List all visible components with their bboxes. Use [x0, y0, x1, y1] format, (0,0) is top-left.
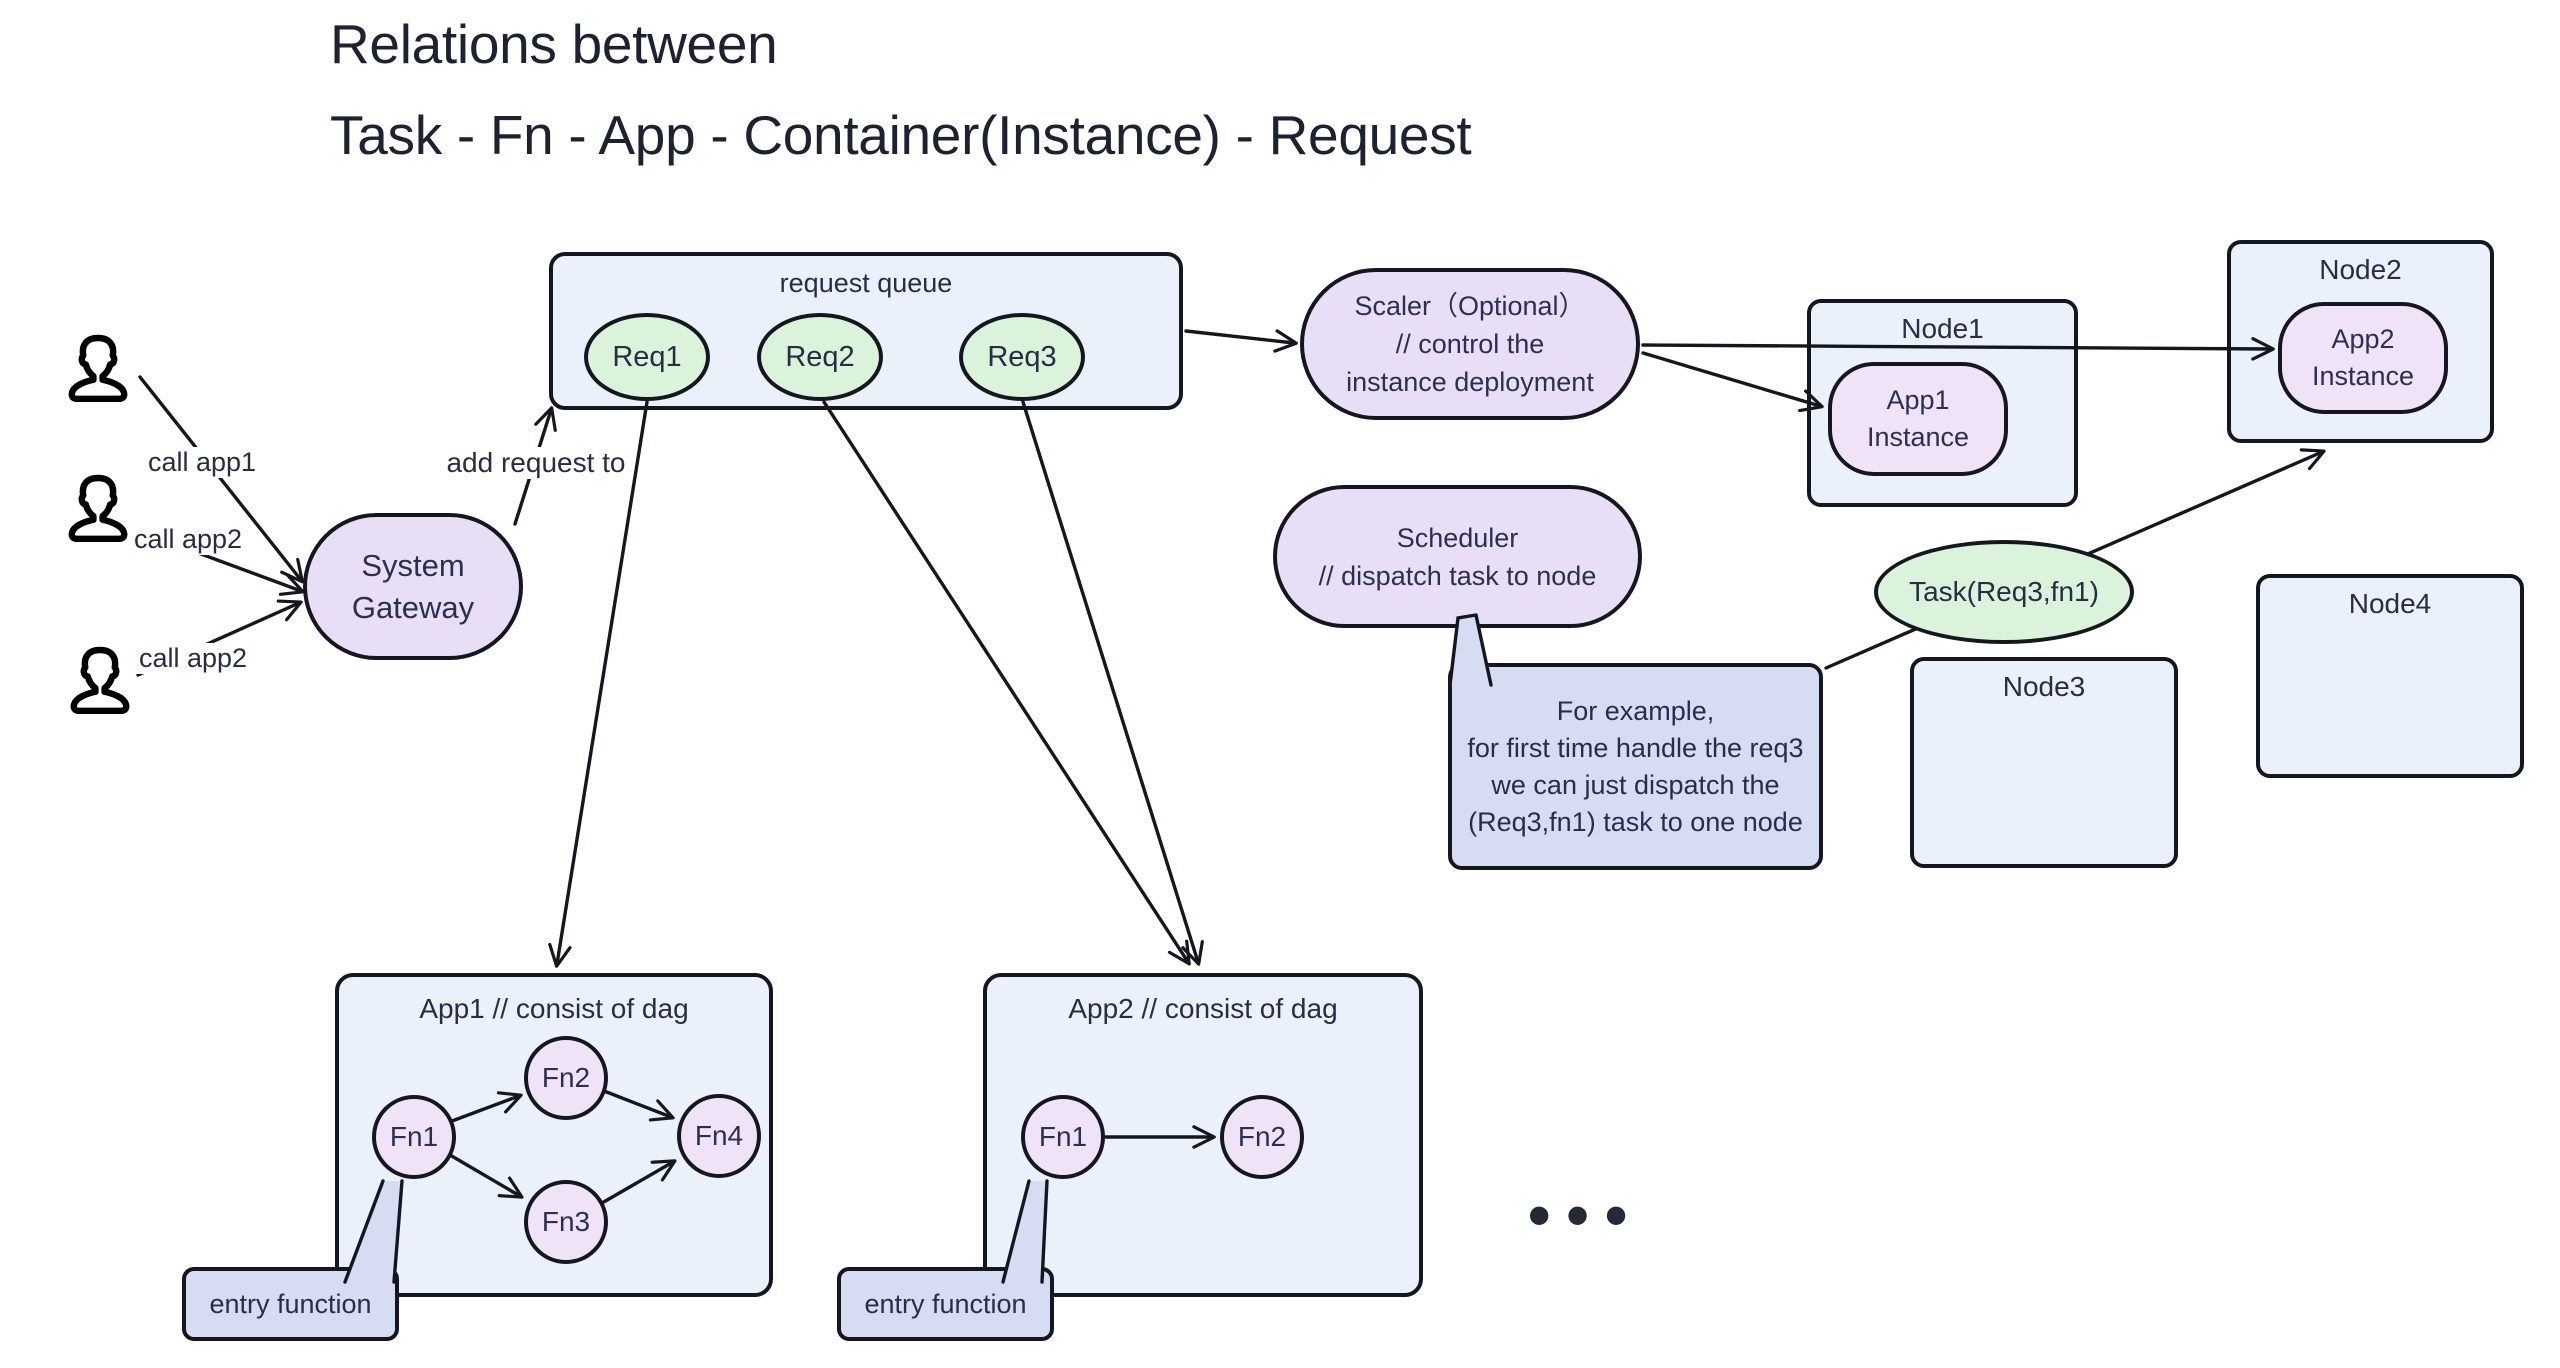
arrow-req1-app1 [548, 400, 649, 968]
scheduler-label: Scheduler // dispatch task to node [1318, 522, 1597, 591]
req3-label: Req3 [987, 340, 1057, 373]
fn-circle-app2-fn1: Fn1 [1021, 1095, 1105, 1179]
page-title-line1: Relations between [330, 13, 778, 75]
fn-label: Fn4 [694, 1120, 744, 1151]
note-text: For example, for first time handle the r… [1467, 695, 1804, 837]
add-request-label: add request to [441, 447, 631, 479]
fn-label: Fn3 [541, 1206, 591, 1237]
node3-label: Node3 [2002, 671, 2086, 702]
request-ellipse-req1: Req1 [584, 313, 710, 401]
user-icon [68, 334, 128, 403]
scaler-label: Scaler（Optional） // control the instance… [1346, 291, 1594, 397]
node-box-node4: Node4 [2256, 574, 2524, 778]
system-gateway-shape: System Gateway [303, 513, 523, 660]
fn-label: Fn1 [389, 1121, 439, 1152]
arrow-scaler-app1instance [1641, 351, 1824, 413]
task-label: Task(Req3,fn1) [1909, 576, 2099, 607]
system-gateway-label: System Gateway [351, 547, 475, 625]
fn-label: Fn1 [1038, 1121, 1088, 1152]
node-box-node3: Node3 [1910, 657, 2178, 868]
user-icon [68, 474, 128, 543]
scaler-shape: Scaler（Optional） // control the instance… [1300, 268, 1640, 420]
fn-circle-app2-fn2: Fn2 [1220, 1095, 1304, 1179]
call-app1-label: call app1 [142, 447, 262, 478]
user-icon [70, 646, 130, 715]
app2-title: App2 // consist of dag [1068, 993, 1338, 1024]
task-ellipse: Task(Req3,fn1) [1874, 540, 2134, 644]
entry-note-bubble-app2: entry function [837, 1267, 1054, 1341]
node2-label: Node2 [2319, 254, 2402, 285]
entry-note-bubble-app1: entry function [182, 1267, 399, 1341]
arrow-req2-app2 [822, 400, 1191, 966]
fn-label: Fn2 [541, 1062, 591, 1093]
fn-circle-app1-fn2: Fn2 [524, 1036, 608, 1120]
ellipsis-dots: ••• [1528, 1179, 1644, 1251]
request-ellipse-req3: Req3 [959, 313, 1085, 401]
scheduler-shape: Scheduler // dispatch task to node [1273, 485, 1642, 628]
app1-title: App1 // consist of dag [419, 993, 689, 1024]
page-title-line2: Task - Fn - App - Container(Instance) - … [330, 104, 1472, 166]
app1-instance-label: App1 Instance [1866, 385, 1970, 452]
entry-note-label: entry function [209, 1288, 372, 1319]
arrow-queue-scaler [1184, 329, 1298, 353]
app1-instance-shape: App1 Instance [1828, 362, 2008, 476]
call-app2-label-2: call app2 [133, 643, 253, 674]
fn-label: Fn2 [1237, 1121, 1287, 1152]
note-bubble: For example, for first time handle the r… [1448, 663, 1823, 870]
entry-note-label: entry function [864, 1288, 1027, 1319]
app2-instance-label: App2 Instance [2311, 324, 2415, 391]
node4-label: Node4 [2348, 588, 2432, 619]
node1-label: Node1 [1901, 313, 1984, 344]
fn-circle-app1-fn3: Fn3 [524, 1180, 608, 1264]
req2-label: Req2 [785, 340, 855, 373]
req1-label: Req1 [612, 340, 682, 373]
arrow-req3-app2 [1021, 400, 1204, 966]
request-queue-title: request queue [779, 268, 953, 298]
app2-instance-shape: App2 Instance [2278, 302, 2448, 414]
fn-circle-app1-fn4: Fn4 [677, 1094, 761, 1178]
call-app2-label: call app2 [128, 524, 248, 555]
fn-circle-app1-fn1: Fn1 [372, 1095, 456, 1179]
request-ellipse-req2: Req2 [757, 313, 883, 401]
